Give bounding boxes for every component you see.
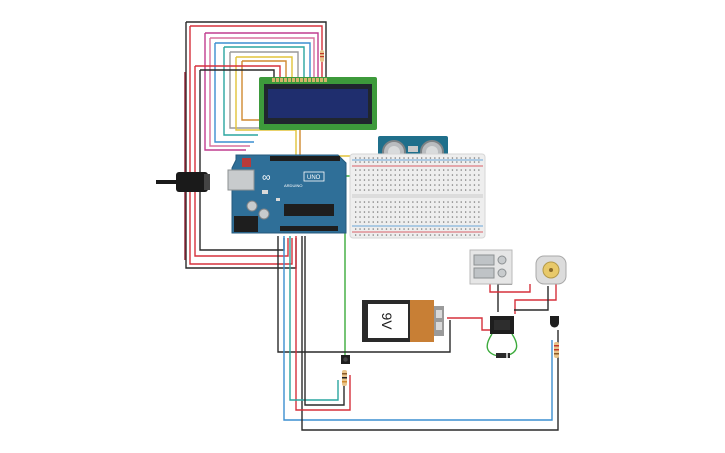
lcd-screen <box>268 89 368 118</box>
breadboard-holes <box>355 157 480 236</box>
wire-bottom-red[interactable] <box>295 236 351 411</box>
battery-9v[interactable]: 9V <box>362 300 444 342</box>
capacitor <box>258 208 270 220</box>
arduino-brand: ARDUINO <box>284 183 302 188</box>
wire-lcd-red-inner[interactable] <box>194 65 289 257</box>
reset-button[interactable] <box>242 158 251 167</box>
transistor[interactable] <box>550 316 559 328</box>
wire-bottom-black[interactable] <box>277 236 451 353</box>
wire-driver-green[interactable] <box>486 333 518 357</box>
wire-bottom-teal[interactable] <box>289 236 339 401</box>
power-jack <box>234 216 258 232</box>
slide-switch[interactable] <box>469 249 513 285</box>
sensor-crystal <box>408 146 418 152</box>
battery-terminal <box>434 306 444 336</box>
wire-lcd-gray[interactable] <box>229 51 299 129</box>
wire-lcd-magenta[interactable] <box>204 32 319 151</box>
usb-plug <box>176 172 208 192</box>
power-analog-header <box>280 226 338 231</box>
resistor-bottom[interactable] <box>342 370 347 386</box>
wire-motor-red[interactable] <box>514 283 557 314</box>
wire-bottom-black2[interactable] <box>301 236 559 431</box>
arduino-uno[interactable]: ∞ ARDUINO UNO <box>156 154 347 234</box>
wire-motor-black[interactable] <box>514 286 549 311</box>
digital-header <box>270 156 340 161</box>
lcd-display[interactable] <box>259 77 377 130</box>
push-button[interactable] <box>341 355 350 364</box>
arduino-logo: ∞ <box>262 170 271 184</box>
wire-switch-red[interactable] <box>489 283 531 293</box>
battery-cap <box>410 300 434 342</box>
motor-driver-ic[interactable] <box>490 316 514 334</box>
wire-driver-black[interactable] <box>497 283 512 312</box>
diode[interactable] <box>496 353 510 358</box>
breadboard[interactable] <box>349 153 486 239</box>
wire-bottom-blue[interactable] <box>283 236 553 421</box>
wire-lcd-teal[interactable] <box>223 46 305 136</box>
wire-lcd-pink[interactable] <box>209 37 315 147</box>
wire-battery-red[interactable] <box>447 317 490 331</box>
arduino-model: UNO <box>307 175 321 181</box>
wire-lcd-blue[interactable] <box>214 42 311 143</box>
battery-label-panel <box>368 304 408 338</box>
resistor-right[interactable] <box>554 342 559 358</box>
resistor-top[interactable] <box>320 50 324 62</box>
lcd-header-pins <box>272 78 327 82</box>
dc-motor[interactable] <box>535 255 567 285</box>
usb-port <box>227 169 255 191</box>
capacitor <box>246 200 258 212</box>
battery-label: 9V <box>379 312 395 330</box>
microcontroller-chip <box>284 204 334 216</box>
wire-bottom-black3[interactable] <box>304 236 345 406</box>
